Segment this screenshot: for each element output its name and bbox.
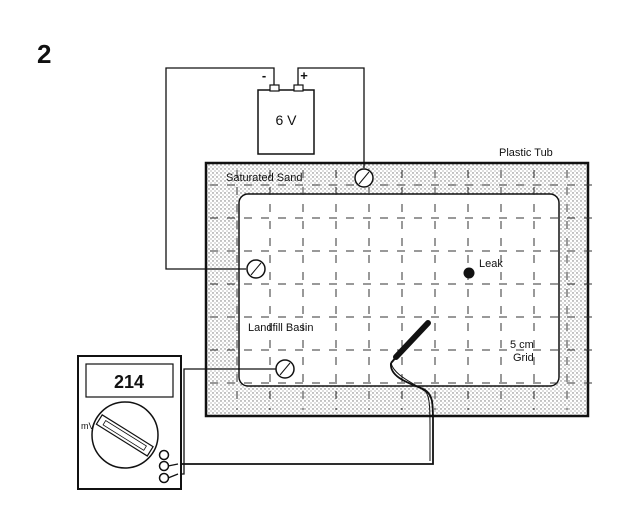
probe-lead-inner — [390, 362, 431, 461]
multimeter — [77, 355, 182, 490]
plastic-tub-label: Plastic Tub — [499, 147, 553, 159]
meter-jack-3[interactable] — [158, 472, 170, 484]
grid-label-word: Grid — [513, 352, 534, 364]
meter-unit-label: mV — [81, 421, 95, 431]
landfill-basin — [238, 193, 560, 387]
battery-positive-terminal — [293, 84, 304, 92]
meter-jack-1[interactable] — [158, 449, 170, 461]
grid-label-size: 5 cm — [510, 339, 534, 351]
leak-label: Leak — [479, 258, 503, 270]
positive-wire — [297, 67, 365, 168]
negative-sign: - — [262, 68, 266, 83]
meter-jack-2[interactable] — [158, 460, 170, 472]
meter-display — [85, 363, 174, 398]
landfill-basin-label: Landfill Basin — [248, 322, 313, 334]
saturated-sand-label: Saturated Sand — [226, 172, 302, 184]
meter-reading: 214 — [114, 372, 144, 392]
reference-electrode — [275, 359, 295, 379]
top-electrode — [354, 168, 374, 188]
probe — [390, 320, 431, 364]
negative-wire — [165, 67, 275, 270]
leak-point — [463, 267, 475, 279]
probe-lead — [178, 362, 434, 465]
battery — [257, 89, 315, 155]
left-electrode — [246, 259, 266, 279]
battery-label: 6 V — [275, 112, 297, 128]
figure-number: 2 — [37, 39, 51, 69]
battery-negative-terminal — [269, 84, 280, 92]
positive-sign: + — [300, 68, 308, 83]
dial-pointer — [95, 414, 154, 457]
